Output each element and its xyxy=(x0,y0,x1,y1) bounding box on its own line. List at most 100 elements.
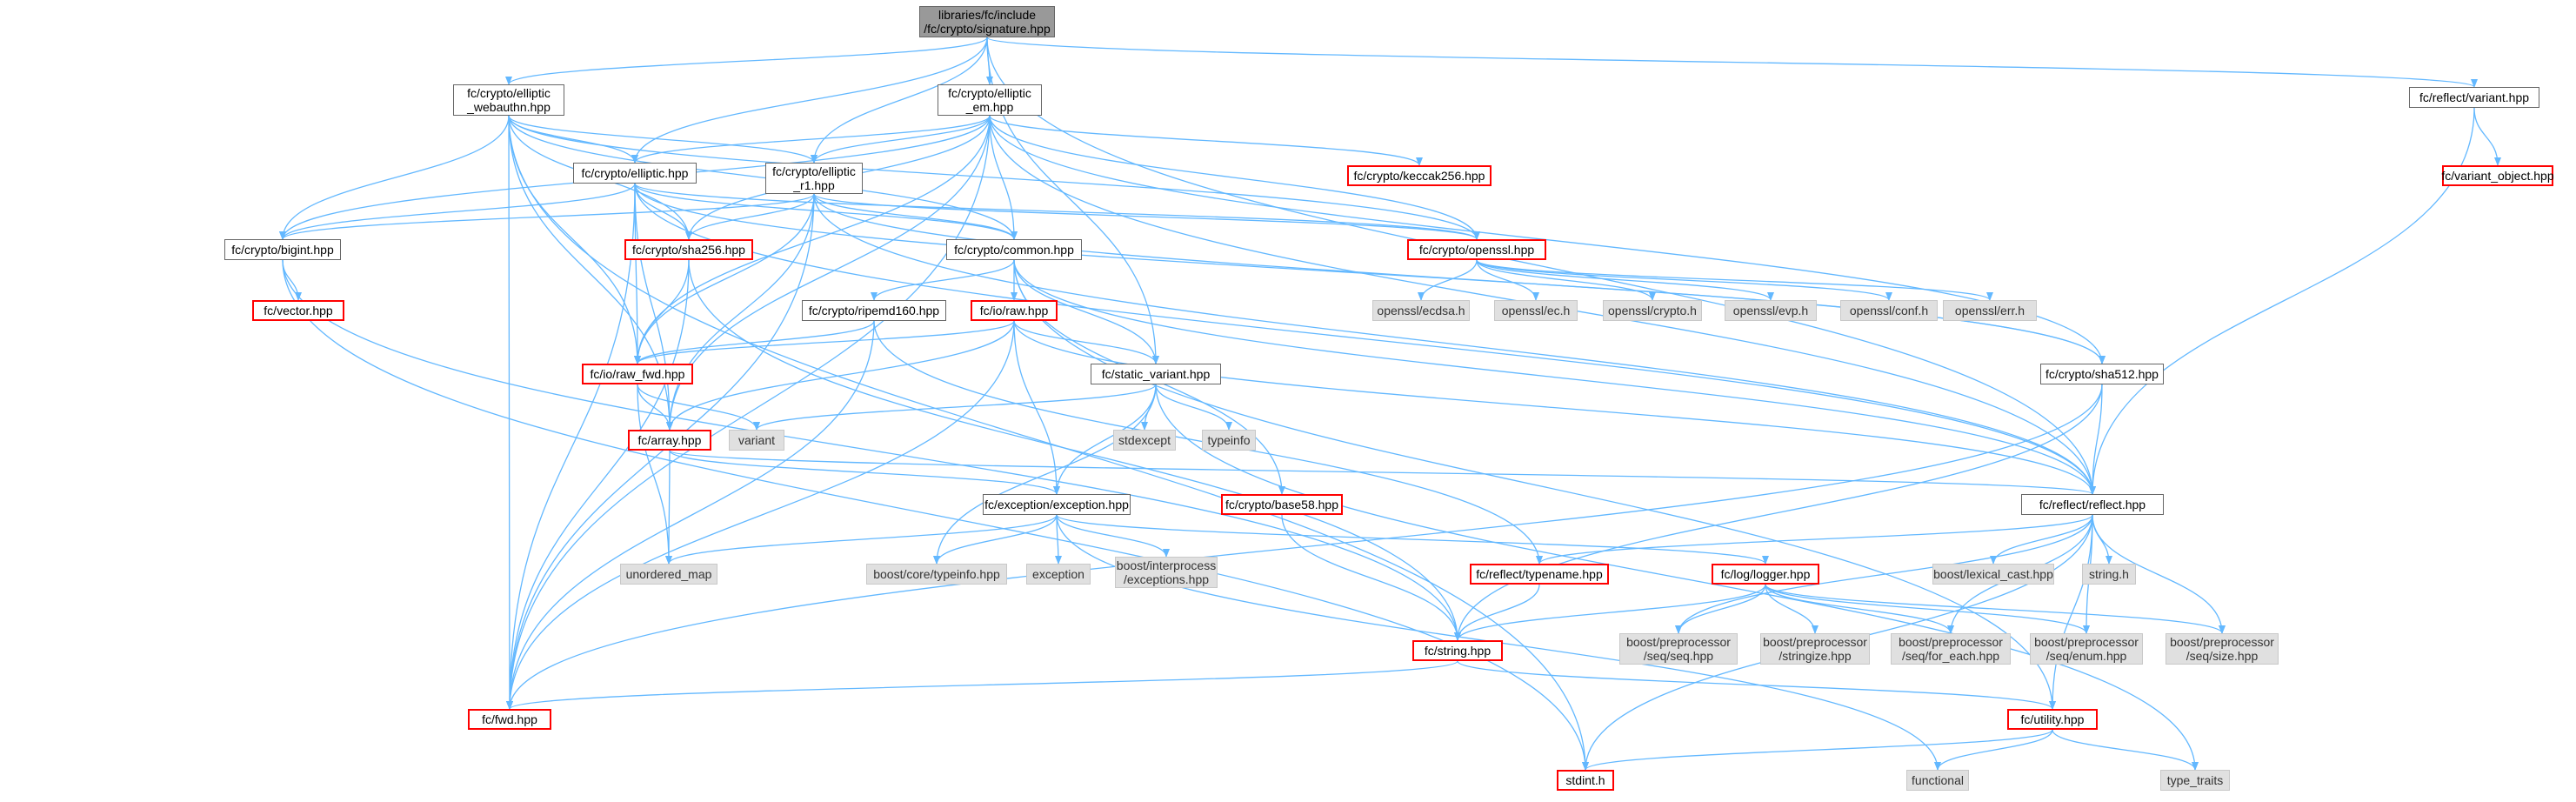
node-logger[interactable]: fc/log/logger.hpp xyxy=(1712,564,1819,585)
node-label: openssl/evp.h xyxy=(1732,304,1809,317)
edge-exception-to-logger xyxy=(1056,514,1769,565)
edge-em-to-r1 xyxy=(811,115,991,164)
node-label: _webauthn.hpp xyxy=(467,100,551,114)
node-keccak[interactable]: fc/crypto/keccak256.hpp xyxy=(1347,165,1492,186)
edge-bigint-to-stdint xyxy=(282,259,1589,771)
node-label: stdexcept xyxy=(1118,433,1171,447)
node-label: /fc/crypto/signature.hpp xyxy=(924,22,1051,36)
node-ioraw[interactable]: fc/io/raw.hpp xyxy=(971,300,1058,321)
node-common[interactable]: fc/crypto/common.hpp xyxy=(946,239,1082,260)
node-em[interactable]: fc/crypto/elliptic_em.hpp xyxy=(938,84,1042,116)
edge-root-to-r1 xyxy=(811,37,988,164)
edge-webauthn-to-bigint xyxy=(279,115,510,240)
node-base58[interactable]: fc/crypto/base58.hpp xyxy=(1221,494,1343,515)
node-label: fc/exception/exception.hpp xyxy=(984,498,1129,511)
node-refvariant[interactable]: fc/reflect/variant.hpp xyxy=(2409,87,2539,108)
node-reflect[interactable]: fc/reflect/reflect.hpp xyxy=(2021,494,2164,515)
node-label: openssl/ec.h xyxy=(1501,304,1571,317)
node-label: fc/utility.hpp xyxy=(2020,712,2085,726)
edge-logger-to-ppsize xyxy=(1765,584,2226,634)
node-sha512[interactable]: fc/crypto/sha512.hpp xyxy=(2040,364,2164,384)
edge-openssl-to-crypto xyxy=(1476,259,1656,301)
edge-array-to-exception xyxy=(669,450,1060,495)
node-typeinfo: typeinfo xyxy=(1202,430,1256,451)
node-label: boost/lexical_cast.hpp xyxy=(1933,567,2053,581)
edge-ioraw-to-reflect xyxy=(1013,320,2096,495)
edge-reflect-to-ppseq xyxy=(1675,514,2093,634)
node-sha256[interactable]: fc/crypto/sha256.hpp xyxy=(624,239,753,260)
node-array[interactable]: fc/array.hpp xyxy=(628,430,711,451)
node-ppforeach: boost/preprocessor/seq/for_each.hpp xyxy=(1891,633,2011,665)
edge-logger-to-ppseq xyxy=(1675,584,1766,634)
edge-sha256-to-fwd xyxy=(506,259,690,710)
node-webauthn[interactable]: fc/crypto/elliptic_webauthn.hpp xyxy=(453,84,564,116)
edge-r1-to-array xyxy=(666,193,815,431)
node-ripemd[interactable]: fc/crypto/ripemd160.hpp xyxy=(802,300,946,321)
node-bigint[interactable]: fc/crypto/bigint.hpp xyxy=(224,239,341,260)
node-variantobj[interactable]: fc/variant_object.hpp xyxy=(2441,165,2554,186)
edge-staticvar-to-exception xyxy=(1053,384,1157,495)
edge-em-to-openssl xyxy=(989,115,1480,240)
node-lexical: boost/lexical_cast.hpp xyxy=(1932,564,2054,585)
edge-string-to-fwd xyxy=(506,660,1458,710)
node-label: _r1.hpp xyxy=(793,178,835,192)
node-vector[interactable]: fc/vector.hpp xyxy=(252,300,344,321)
edge-reflect-to-typename xyxy=(1536,514,2093,565)
node-utility[interactable]: fc/utility.hpp xyxy=(2007,709,2098,730)
node-staticvar[interactable]: fc/static_variant.hpp xyxy=(1091,364,1221,384)
node-label: openssl/err.h xyxy=(1954,304,2025,317)
node-rawfwd[interactable]: fc/io/raw_fwd.hpp xyxy=(582,364,693,384)
edge-ioraw-to-exception xyxy=(1013,320,1060,495)
edge-bigint-to-string xyxy=(282,259,1461,641)
edge-r1-to-rawfwd xyxy=(634,193,815,364)
edge-webauthn-to-openssl xyxy=(508,115,1480,240)
edge-typename-to-string xyxy=(1454,584,1540,641)
edge-webauthn-to-r1 xyxy=(508,115,818,164)
node-unordmap: unordered_map xyxy=(620,564,717,585)
edge-openssl-to-ecdsa xyxy=(1418,259,1478,301)
edge-utility-to-stdint xyxy=(1582,729,2053,771)
node-root: libraries/fc/include/fc/crypto/signature… xyxy=(919,6,1055,37)
node-label: fc/io/raw_fwd.hpp xyxy=(590,367,685,381)
edge-rawfwd-to-unordmap xyxy=(637,384,672,565)
node-label: fc/vector.hpp xyxy=(264,304,333,317)
edge-ioraw-to-fwd xyxy=(506,320,1015,710)
node-variant: variant xyxy=(729,430,784,451)
edge-elliptic-to-openssl xyxy=(634,183,1480,240)
edge-elliptic-to-bigint xyxy=(279,183,636,240)
edge-root-to-elliptic xyxy=(631,37,988,164)
node-r1[interactable]: fc/crypto/elliptic_r1.hpp xyxy=(765,163,863,194)
node-label: boost/preprocessor xyxy=(1763,635,1867,649)
node-label: libraries/fc/include xyxy=(938,8,1037,22)
node-stdint[interactable]: stdint.h xyxy=(1557,770,1614,791)
node-string[interactable]: fc/string.hpp xyxy=(1412,640,1503,661)
edge-refvariant-to-reflect xyxy=(2089,107,2475,495)
edge-exception-to-interprocess xyxy=(1056,514,1170,558)
edge-webauthn-to-rawfwd xyxy=(508,115,641,364)
edge-r1-to-openssl xyxy=(813,193,1480,240)
node-label: /seq/for_each.hpp xyxy=(1901,649,2000,663)
edge-webauthn-to-fwd xyxy=(505,115,513,710)
node-label: unordered_map xyxy=(625,567,712,581)
edge-logger-to-ppforeach xyxy=(1765,584,1954,634)
node-exception[interactable]: fc/exception/exception.hpp xyxy=(983,494,1131,515)
edge-root-to-refvariant xyxy=(986,37,2478,88)
node-label: fc/reflect/variant.hpp xyxy=(2419,90,2530,104)
node-fwd[interactable]: fc/fwd.hpp xyxy=(468,709,551,730)
node-typename[interactable]: fc/reflect/typename.hpp xyxy=(1470,564,1609,585)
edge-em-to-keccak xyxy=(989,115,1423,166)
node-ppseq: boost/preprocessor/seq/seq.hpp xyxy=(1619,633,1738,665)
node-ppstringize: boost/preprocessor/stringize.hpp xyxy=(1760,633,1870,665)
node-elliptic[interactable]: fc/crypto/elliptic.hpp xyxy=(573,163,697,184)
node-label: openssl/crypto.h xyxy=(1608,304,1697,317)
edge-exception-to-boosttype xyxy=(933,514,1058,565)
node-label: fc/crypto/elliptic xyxy=(948,86,1031,100)
edge-logger-to-ppenum xyxy=(1765,584,2090,634)
node-openssl[interactable]: fc/crypto/openssl.hpp xyxy=(1407,239,1546,260)
edge-ioraw-to-rawfwd xyxy=(634,320,1015,364)
node-conf: openssl/conf.h xyxy=(1840,300,1938,321)
node-label: exception xyxy=(1032,567,1084,581)
edge-ioraw-to-staticvar xyxy=(1013,320,1159,364)
edge-ripemd-to-rawfwd xyxy=(634,320,875,364)
node-label: fc/reflect/typename.hpp xyxy=(1476,567,1603,581)
